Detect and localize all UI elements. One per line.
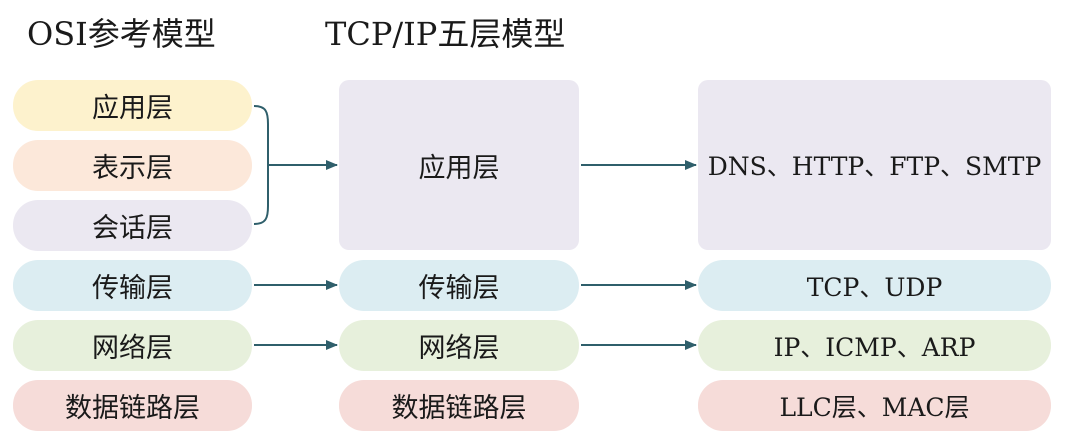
osi-session-layer: 会话层 bbox=[13, 200, 252, 251]
osi-application-layer: 应用层 bbox=[13, 80, 252, 131]
osi-data-link-layer: 数据链路层 bbox=[13, 380, 252, 431]
tcpip-data-link-layer: 数据链路层 bbox=[339, 380, 579, 431]
tcpip-transport-layer: 传输层 bbox=[339, 260, 579, 311]
application-protocols: DNS、HTTP、FTP、SMTP bbox=[698, 80, 1051, 250]
network-protocols: IP、ICMP、ARP bbox=[698, 320, 1051, 371]
osi-presentation-layer: 表示层 bbox=[13, 140, 252, 191]
osi-model-title: OSI参考模型 bbox=[27, 15, 216, 53]
tcpip-application-layer: 应用层 bbox=[339, 80, 579, 250]
osi-upper-layers-bracket bbox=[253, 105, 269, 225]
data-link-protocols: LLC层、MAC层 bbox=[698, 380, 1051, 431]
tcpip-network-layer: 网络层 bbox=[339, 320, 579, 371]
transport-protocols: TCP、UDP bbox=[698, 260, 1051, 311]
osi-transport-layer: 传输层 bbox=[13, 260, 252, 311]
tcpip-model-title: TCP/IP五层模型 bbox=[325, 15, 566, 53]
osi-network-layer: 网络层 bbox=[13, 320, 252, 371]
